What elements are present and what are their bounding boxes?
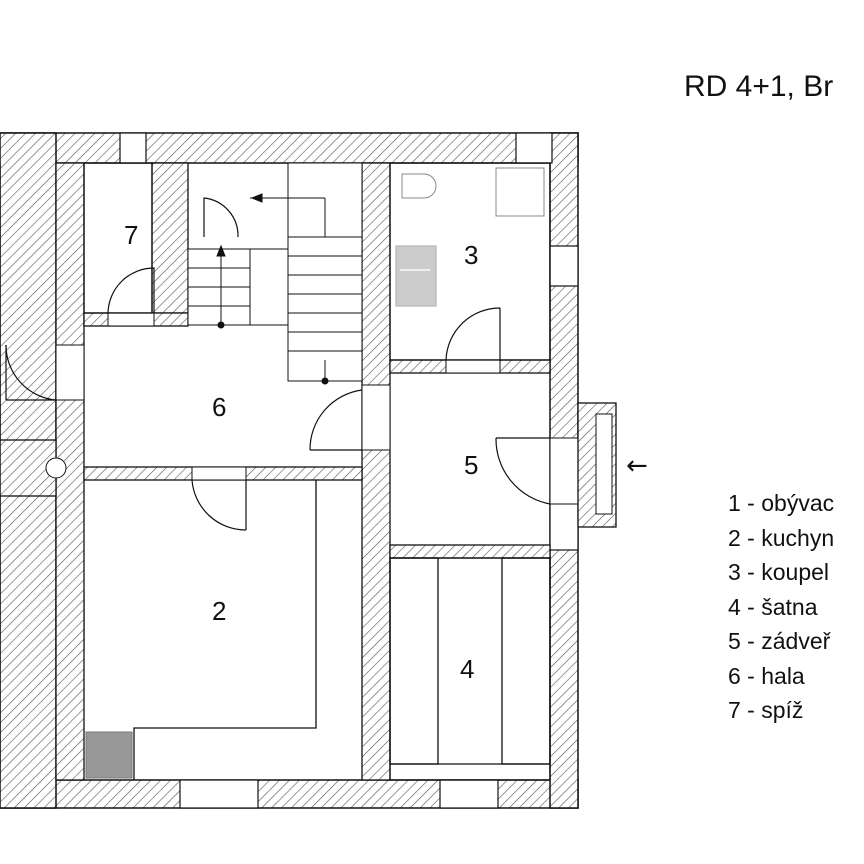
legend-item: 7 - spíž	[728, 697, 804, 723]
toilet	[401, 173, 437, 199]
room-number-7: 7	[124, 220, 138, 250]
interior-walls	[0, 162, 551, 781]
shower	[495, 167, 545, 217]
room-number-6: 6	[212, 392, 226, 422]
legend-item: 1 - obývac	[728, 490, 835, 516]
door-swings	[5, 197, 551, 531]
staircase	[187, 162, 363, 385]
plan-title: RD 4+1, Br	[684, 70, 834, 103]
legend-item: 3 - koupel	[728, 559, 830, 585]
room-number-3: 3	[464, 240, 478, 270]
entrance-arrow-icon: ←	[626, 451, 648, 481]
room-number-2: 2	[212, 596, 226, 626]
room-number-4: 4	[460, 654, 474, 684]
washing-machine	[395, 245, 437, 307]
partitions	[0, 162, 551, 781]
legend-item: 4 - šatna	[728, 593, 818, 620]
room-number-5: 5	[464, 450, 478, 480]
legend-item: 5 - zádveř	[728, 628, 831, 654]
chimney	[45, 457, 67, 479]
room-legend: 1 - obývac 2 - kuchyn 3 - koupel 4 - šat…	[728, 486, 834, 728]
entrance-threshold	[595, 413, 613, 515]
stove	[85, 731, 133, 779]
door-gaps	[55, 312, 579, 505]
bathroom-fixtures	[85, 167, 545, 779]
legend-item: 2 - kuchyn	[728, 524, 835, 551]
legend-item: 6 - hala	[728, 662, 805, 689]
